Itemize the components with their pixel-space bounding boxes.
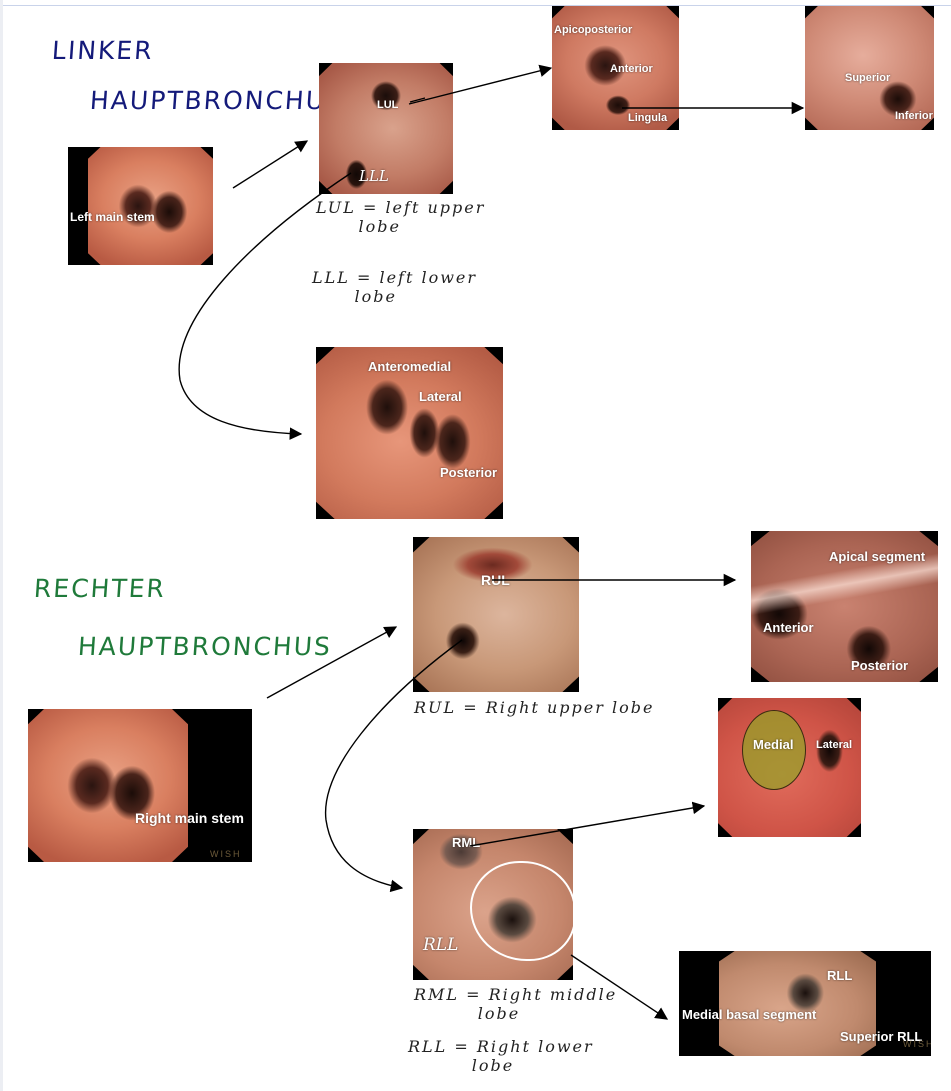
inferior-label: Inferior (895, 110, 933, 122)
rul-note: RUL = Right upper lobe (414, 698, 655, 717)
rul-anterior-label: Anterior (763, 620, 814, 635)
rul-segments-image: Apical segment Anterior Posterior (751, 531, 938, 682)
rll-segments-image: RLL Medial basal segment Superior RLL WI… (679, 951, 931, 1056)
rll-segment-label: RLL (827, 968, 853, 983)
left-main-stem-image: Left main stem (68, 147, 213, 265)
lingula-label: Lingula (628, 112, 668, 124)
lul-label: LUL (377, 99, 399, 111)
lll-note: LLL = left lower lobe (312, 268, 478, 306)
right-title-line1: RECHTER (32, 574, 167, 603)
left-title-line2: HAUPTBRONCHUS (88, 86, 345, 115)
lateral-label: Lateral (419, 389, 462, 404)
posterior-label: Posterior (440, 465, 498, 480)
right-main-stem-label: Right main stem (135, 810, 244, 826)
superior-label: Superior (845, 72, 891, 84)
left-main-stem-label: Left main stem (70, 210, 155, 224)
lingula-segments-image: Superior Inferior (805, 6, 934, 130)
medial-basal-segment-label: Medial basal segment (682, 1007, 817, 1022)
rml-label: RML (452, 835, 481, 850)
apical-segment-label: Apical segment (829, 549, 926, 564)
rll-note: RLL = Right lower lobe (408, 1037, 594, 1075)
lll-label: LLL (359, 167, 389, 185)
rml-lateral-label: Lateral (816, 739, 853, 751)
apicoposterior-label: Apicoposterior (554, 24, 633, 36)
rul-posterior-label: Posterior (851, 658, 909, 673)
rll-circle-annotation (470, 861, 573, 961)
right-main-stem-watermark: WISH (210, 849, 242, 859)
medial-label: Medial (753, 737, 794, 752)
rul-label: RUL (481, 572, 510, 588)
page-left-border (0, 0, 3, 1091)
right-title-line2: HAUPTBRONCHUS (76, 632, 333, 661)
rml-note: RML = Right middle lobe (414, 985, 618, 1023)
rll-watermark: WISH (903, 1039, 931, 1049)
left-title-line1: LINKER (50, 36, 155, 65)
left-upper-segments-image: Apicoposterior Anterior Lingula (552, 6, 679, 130)
rml-segments-image: Medial Lateral (718, 698, 861, 837)
arrow-left-main-to-lobes (232, 140, 309, 189)
rml-rll-image: RML RLL (413, 829, 573, 980)
page-top-border (0, 0, 951, 6)
left-lobes-image: LUL LLL (319, 63, 453, 194)
rul-image: RUL (413, 537, 579, 692)
anteromedial-label: Anteromedial (368, 359, 452, 374)
anterior-label: Anterior (610, 63, 653, 75)
rll-label: RLL (423, 935, 459, 955)
right-main-stem-image: Right main stem WISH (28, 709, 252, 862)
medial-highlight (742, 710, 806, 790)
lul-note: LUL = left upper lobe (316, 198, 486, 236)
superior-rll-label: Superior RLL (840, 1029, 923, 1044)
left-lower-segments-image: Anteromedial Lateral Posterior (316, 347, 503, 519)
